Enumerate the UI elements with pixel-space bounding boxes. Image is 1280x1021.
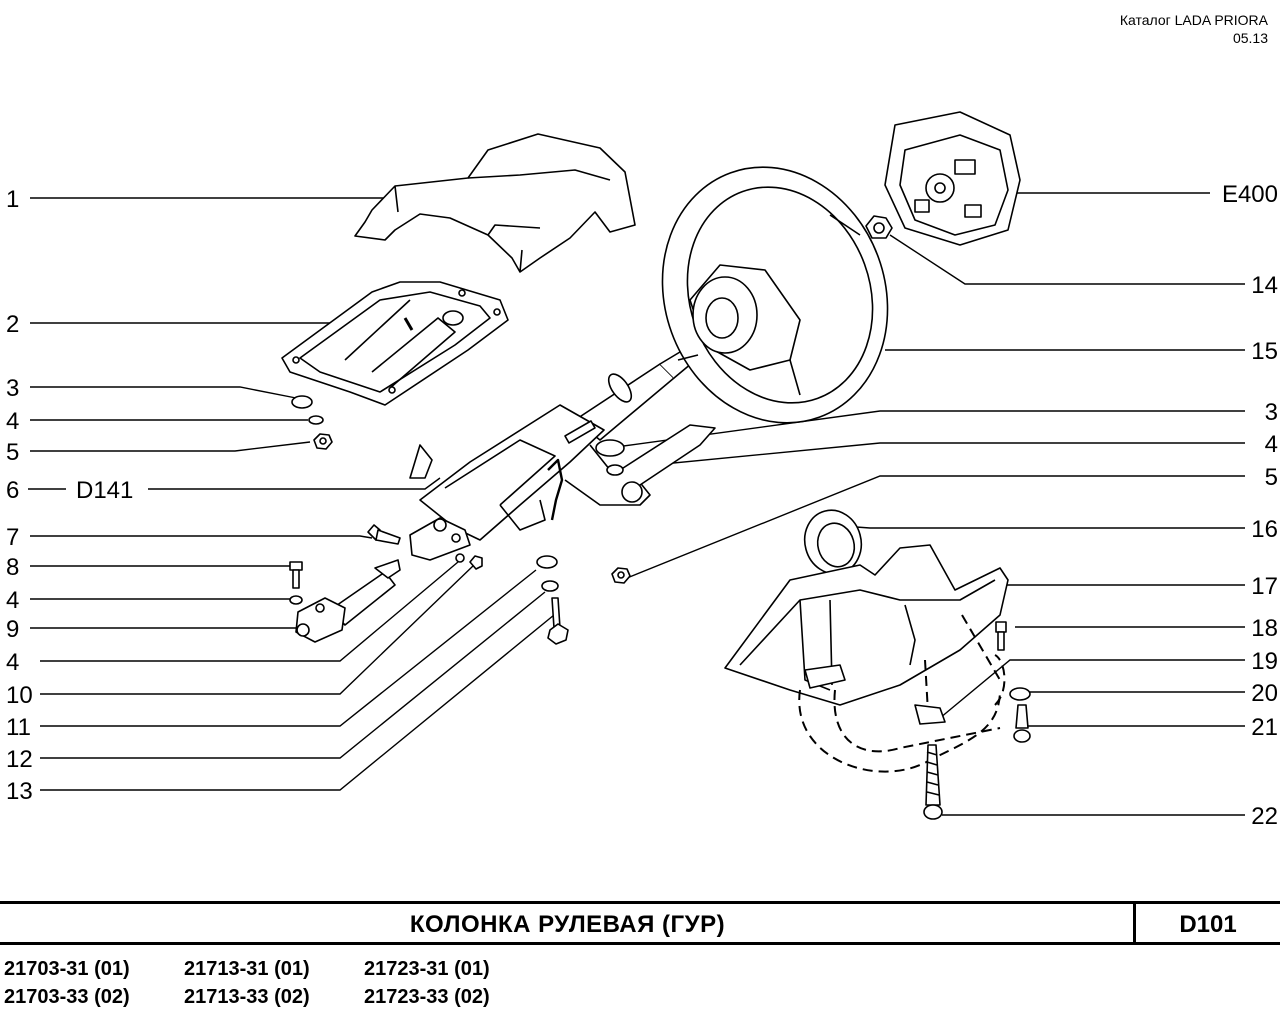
callout-labels-left: 1 2 3 4 5 6 D141 7 8 4 9 4 10 11 12 13	[6, 186, 133, 805]
leader-lines-left	[28, 197, 555, 791]
page-title: КОЛОНКА РУЛЕВАЯ (ГУР)	[409, 911, 726, 938]
screw-part	[995, 621, 1007, 651]
callout-label: 3	[1265, 399, 1278, 426]
bolt-part	[547, 597, 569, 645]
callout-label: 11	[6, 714, 31, 741]
callout-label: 6	[6, 477, 19, 504]
washer-part	[536, 555, 558, 569]
spring-washer-part	[308, 415, 324, 425]
callout-label: 22	[1251, 803, 1278, 830]
callout-label: 10	[6, 682, 33, 709]
small-bolt-part	[289, 561, 303, 589]
seal-ring-part	[803, 509, 863, 575]
title-bar: КОЛОНКА РУЛЕВАЯ (ГУР) D101	[0, 901, 1280, 945]
airbag-module-part	[884, 111, 1021, 246]
callout-label: 21	[1251, 714, 1278, 741]
washer-part	[595, 439, 625, 457]
parts	[281, 111, 1031, 820]
callout-reference: D141	[76, 477, 133, 504]
model-code: 21723-31 (01)	[364, 958, 490, 980]
spring-washer-part	[606, 464, 624, 476]
model-list: 21703-31 (01) 21713-31 (01) 21723-31 (01…	[4, 958, 544, 1014]
callout-label: 4	[6, 587, 19, 614]
callout-labels-right: E400 14 15 3 4 5 16 17 18 19 20 21 22	[1222, 181, 1278, 830]
upper-shroud-part	[354, 133, 636, 273]
model-code: 21723-33 (02)	[364, 986, 490, 1008]
model-code: 21713-33 (02)	[184, 986, 310, 1008]
catalog-date: 05.13	[1232, 30, 1268, 46]
model-row: 21703-31 (01) 21713-31 (01) 21723-31 (01…	[4, 958, 544, 986]
callout-label: 19	[1251, 648, 1278, 675]
callout-label: 7	[6, 524, 19, 551]
callout-label: 12	[6, 746, 33, 773]
callout-label: 14	[1251, 272, 1278, 299]
long-screw-part	[923, 744, 943, 820]
spring-washer-part	[289, 595, 303, 605]
callout-label: 18	[1251, 615, 1278, 642]
callout-label: 5	[6, 439, 19, 466]
spring-washer-part	[455, 553, 465, 563]
callout-label: 2	[6, 311, 19, 338]
divider	[1133, 904, 1136, 942]
nut-part	[313, 433, 333, 450]
callout-label: 16	[1251, 516, 1278, 543]
callout-label: 9	[6, 616, 19, 643]
cardan-joint-part	[295, 559, 401, 643]
page-code: D101	[1179, 911, 1237, 938]
callout-label: 5	[1265, 464, 1278, 491]
model-code: 21713-31 (01)	[184, 958, 310, 980]
callout-label: 1	[6, 186, 19, 213]
leader-lines-right	[615, 192, 1245, 816]
callout-label: 3	[6, 375, 19, 402]
callout-label: 15	[1251, 338, 1278, 365]
spring-washer-part	[541, 580, 559, 592]
callout-label: E400	[1222, 181, 1278, 208]
nut-part	[865, 215, 893, 239]
steering-wheel-part	[661, 166, 889, 424]
screw-part	[1013, 704, 1031, 743]
assembly-path-lines	[798, 614, 1006, 773]
callout-label: 4	[6, 408, 19, 435]
callout-label: 4	[1265, 431, 1278, 458]
exploded-parts-diagram: 1 2 3 4 5 6 D141 7 8 4 9 4 10 11 12 13 E…	[6, 111, 1278, 830]
mounting-plate-part	[281, 281, 509, 406]
clip-part	[914, 704, 946, 725]
nut-part	[469, 555, 483, 570]
lower-shroud-part	[724, 544, 1009, 706]
washer-part	[291, 395, 313, 409]
callout-label: 17	[1251, 573, 1278, 600]
nut-part	[611, 567, 631, 584]
callout-label: 13	[6, 778, 33, 805]
model-code: 21703-33 (02)	[4, 986, 130, 1008]
column-housing-part	[409, 404, 716, 561]
callout-label: 8	[6, 554, 19, 581]
model-code: 21703-31 (01)	[4, 958, 130, 980]
model-row: 21703-33 (02) 21713-33 (02) 21723-33 (02…	[4, 986, 544, 1014]
callout-label: 4	[6, 649, 19, 676]
bolt-part	[367, 524, 401, 545]
callout-label: 20	[1251, 680, 1278, 707]
washer-part	[1009, 687, 1031, 701]
catalog-title: Каталог LADA PRIORA	[1119, 12, 1268, 28]
